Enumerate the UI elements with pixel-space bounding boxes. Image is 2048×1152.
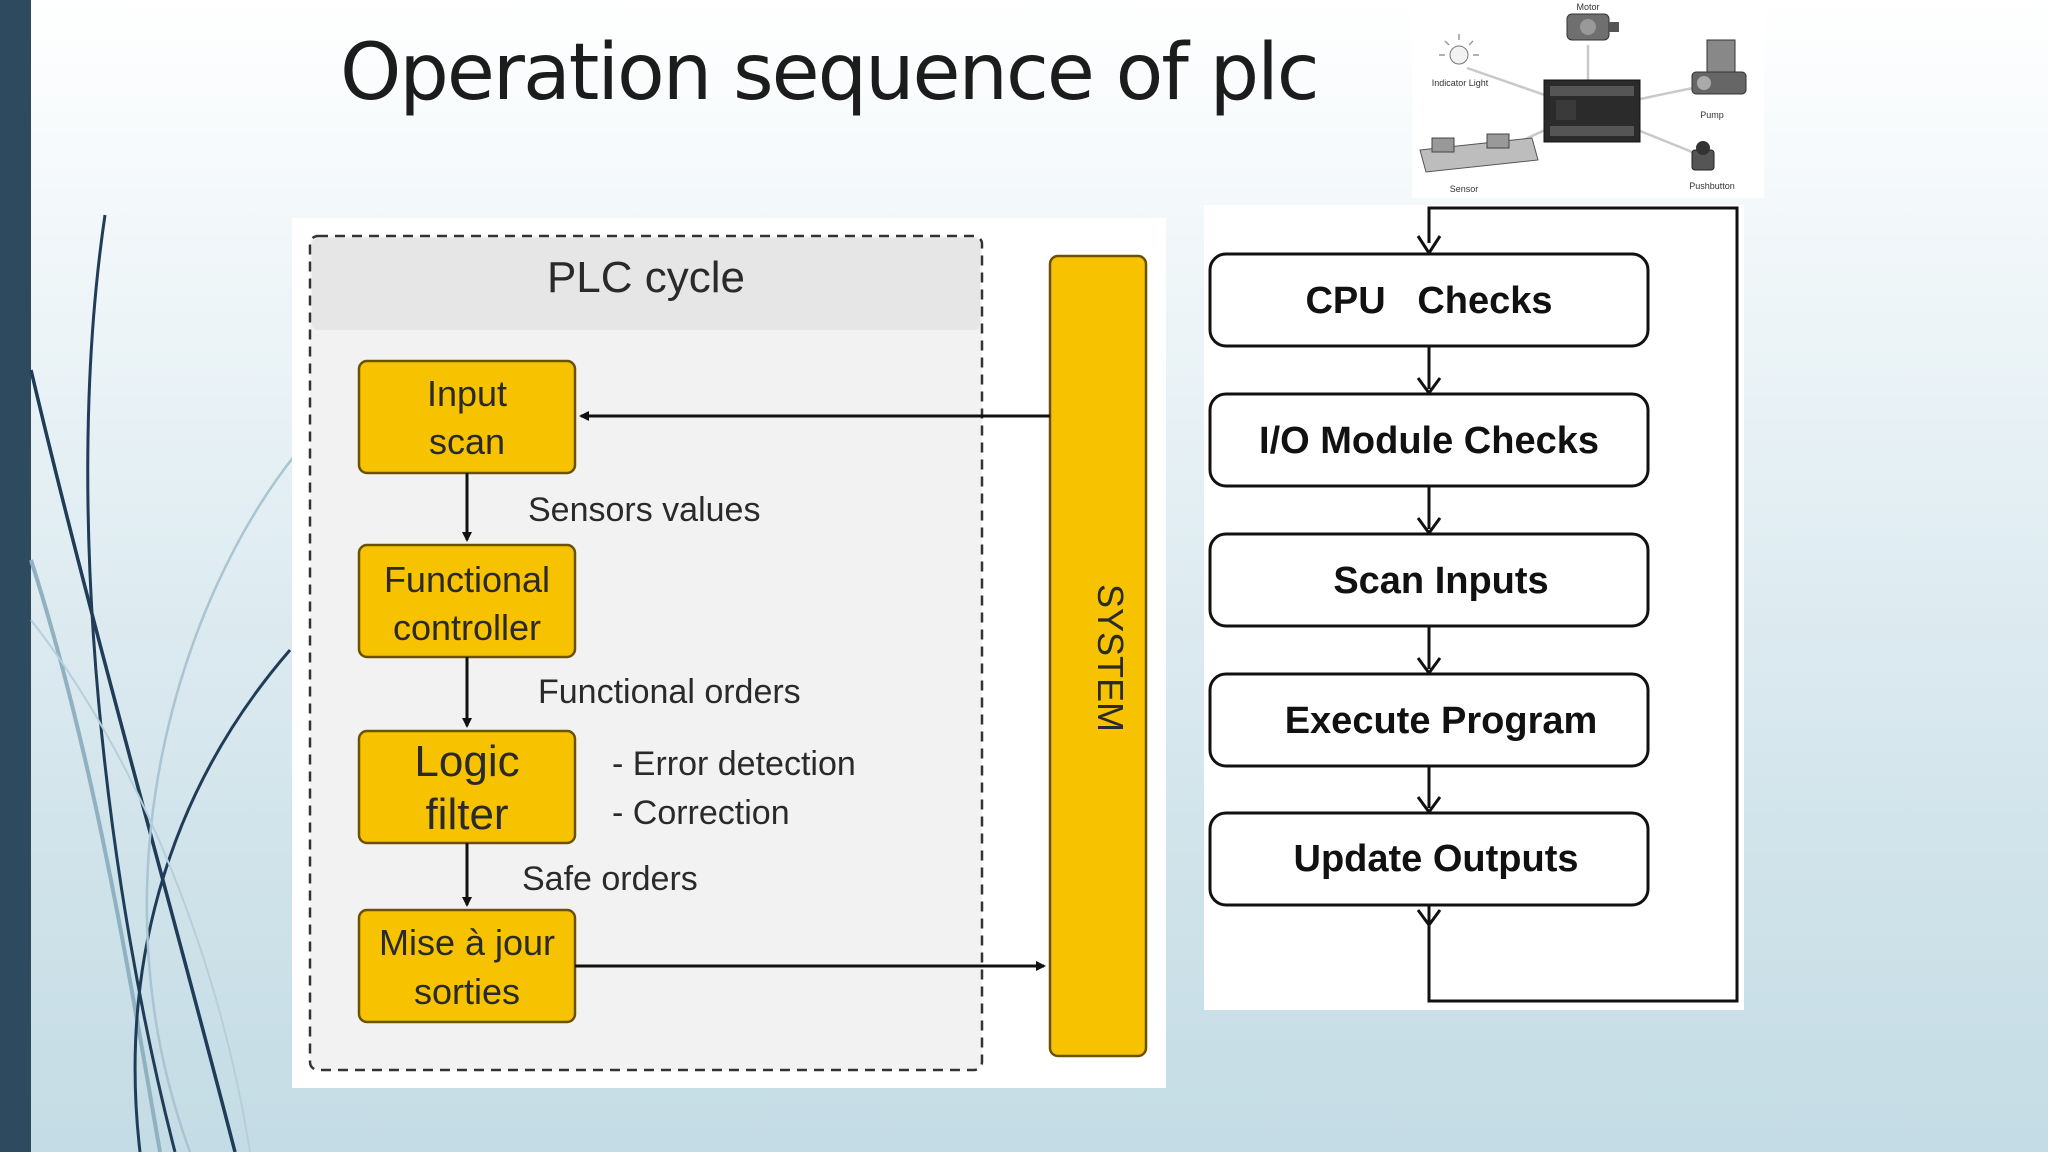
svg-text:Update Outputs: Update Outputs [1294,838,1579,880]
label-functional-orders: Functional orders [538,673,801,711]
system-label: SYSTEM [1090,584,1131,732]
step-cpu-checks: CPU Checks [1208,252,1650,348]
swoosh-line [29,369,237,1152]
label-sensors-values: Sensors values [528,491,760,529]
system-bar [1048,254,1148,1058]
label-error-detection: - Error detection [612,745,856,783]
svg-text:Logic: Logic [414,737,519,786]
swoosh-line [30,619,251,1152]
motor-icon [1566,13,1619,41]
svg-text:Scan Inputs: Scan Inputs [1333,560,1548,602]
indicator-light-icon [1439,34,1479,65]
plc-cycle-diagram: PLC cycle Input scan Functional controll… [292,218,1166,1088]
svg-text:Execute Program: Execute Program [1285,700,1598,742]
block-input-scan: Input scan [357,359,577,475]
swoosh-line [145,454,296,1152]
pump-label: Pump [1700,110,1724,120]
svg-text:I/O Module Checks: I/O Module Checks [1259,420,1599,462]
swoosh-line [29,559,162,1152]
svg-text:controller: controller [393,607,541,648]
block-logic-filter: Logic filter [357,729,577,845]
left-accent-bar [0,0,31,1152]
block-mise-a-jour-sorties: Mise à jour sorties [357,908,577,1024]
svg-text:Mise à jour: Mise à jour [379,922,555,963]
svg-text:Input: Input [427,373,507,414]
step-io-module-checks: I/O Module Checks [1208,392,1650,488]
label-correction: - Correction [612,794,790,832]
sensor-label: Sensor [1450,184,1479,194]
indicator-light-label: Indicator Light [1432,78,1489,88]
loop-back-line [1427,206,1739,1003]
swoosh-line [133,649,292,1152]
svg-text:sorties: sorties [414,971,520,1012]
step-execute-program: Execute Program [1208,672,1650,768]
decorative-swooshes [29,214,296,1152]
plc-cycle-header-band [312,238,980,330]
step-update-outputs: Update Outputs [1208,811,1650,907]
pushbutton-icon [1691,141,1715,171]
sensor-icon [1419,133,1539,173]
scan-cycle-flowchart: CPU Checks I/O Module Checks Scan Inputs… [1204,205,1744,1010]
svg-text:Functional: Functional [384,559,550,600]
pushbutton-label: Pushbutton [1689,181,1735,191]
svg-text:CPU Checks: CPU Checks [1305,280,1552,322]
block-functional-controller: Functional controller [357,543,577,659]
svg-text:scan: scan [429,421,505,462]
pump-icon [1691,39,1747,95]
motor-label: Motor [1576,2,1599,12]
svg-text:filter: filter [425,790,508,839]
plc-cycle-title: PLC cycle [547,253,745,302]
swoosh-line [86,214,177,1152]
plc-hardware-illustration: Motor Indicator Light Pump Sensor Pushbu… [1412,0,1764,198]
slide-title: Operation sequence of plc [340,28,1320,118]
plc-unit-icon [1543,79,1641,143]
label-safe-orders: Safe orders [522,860,698,898]
step-scan-inputs: Scan Inputs [1208,532,1650,628]
